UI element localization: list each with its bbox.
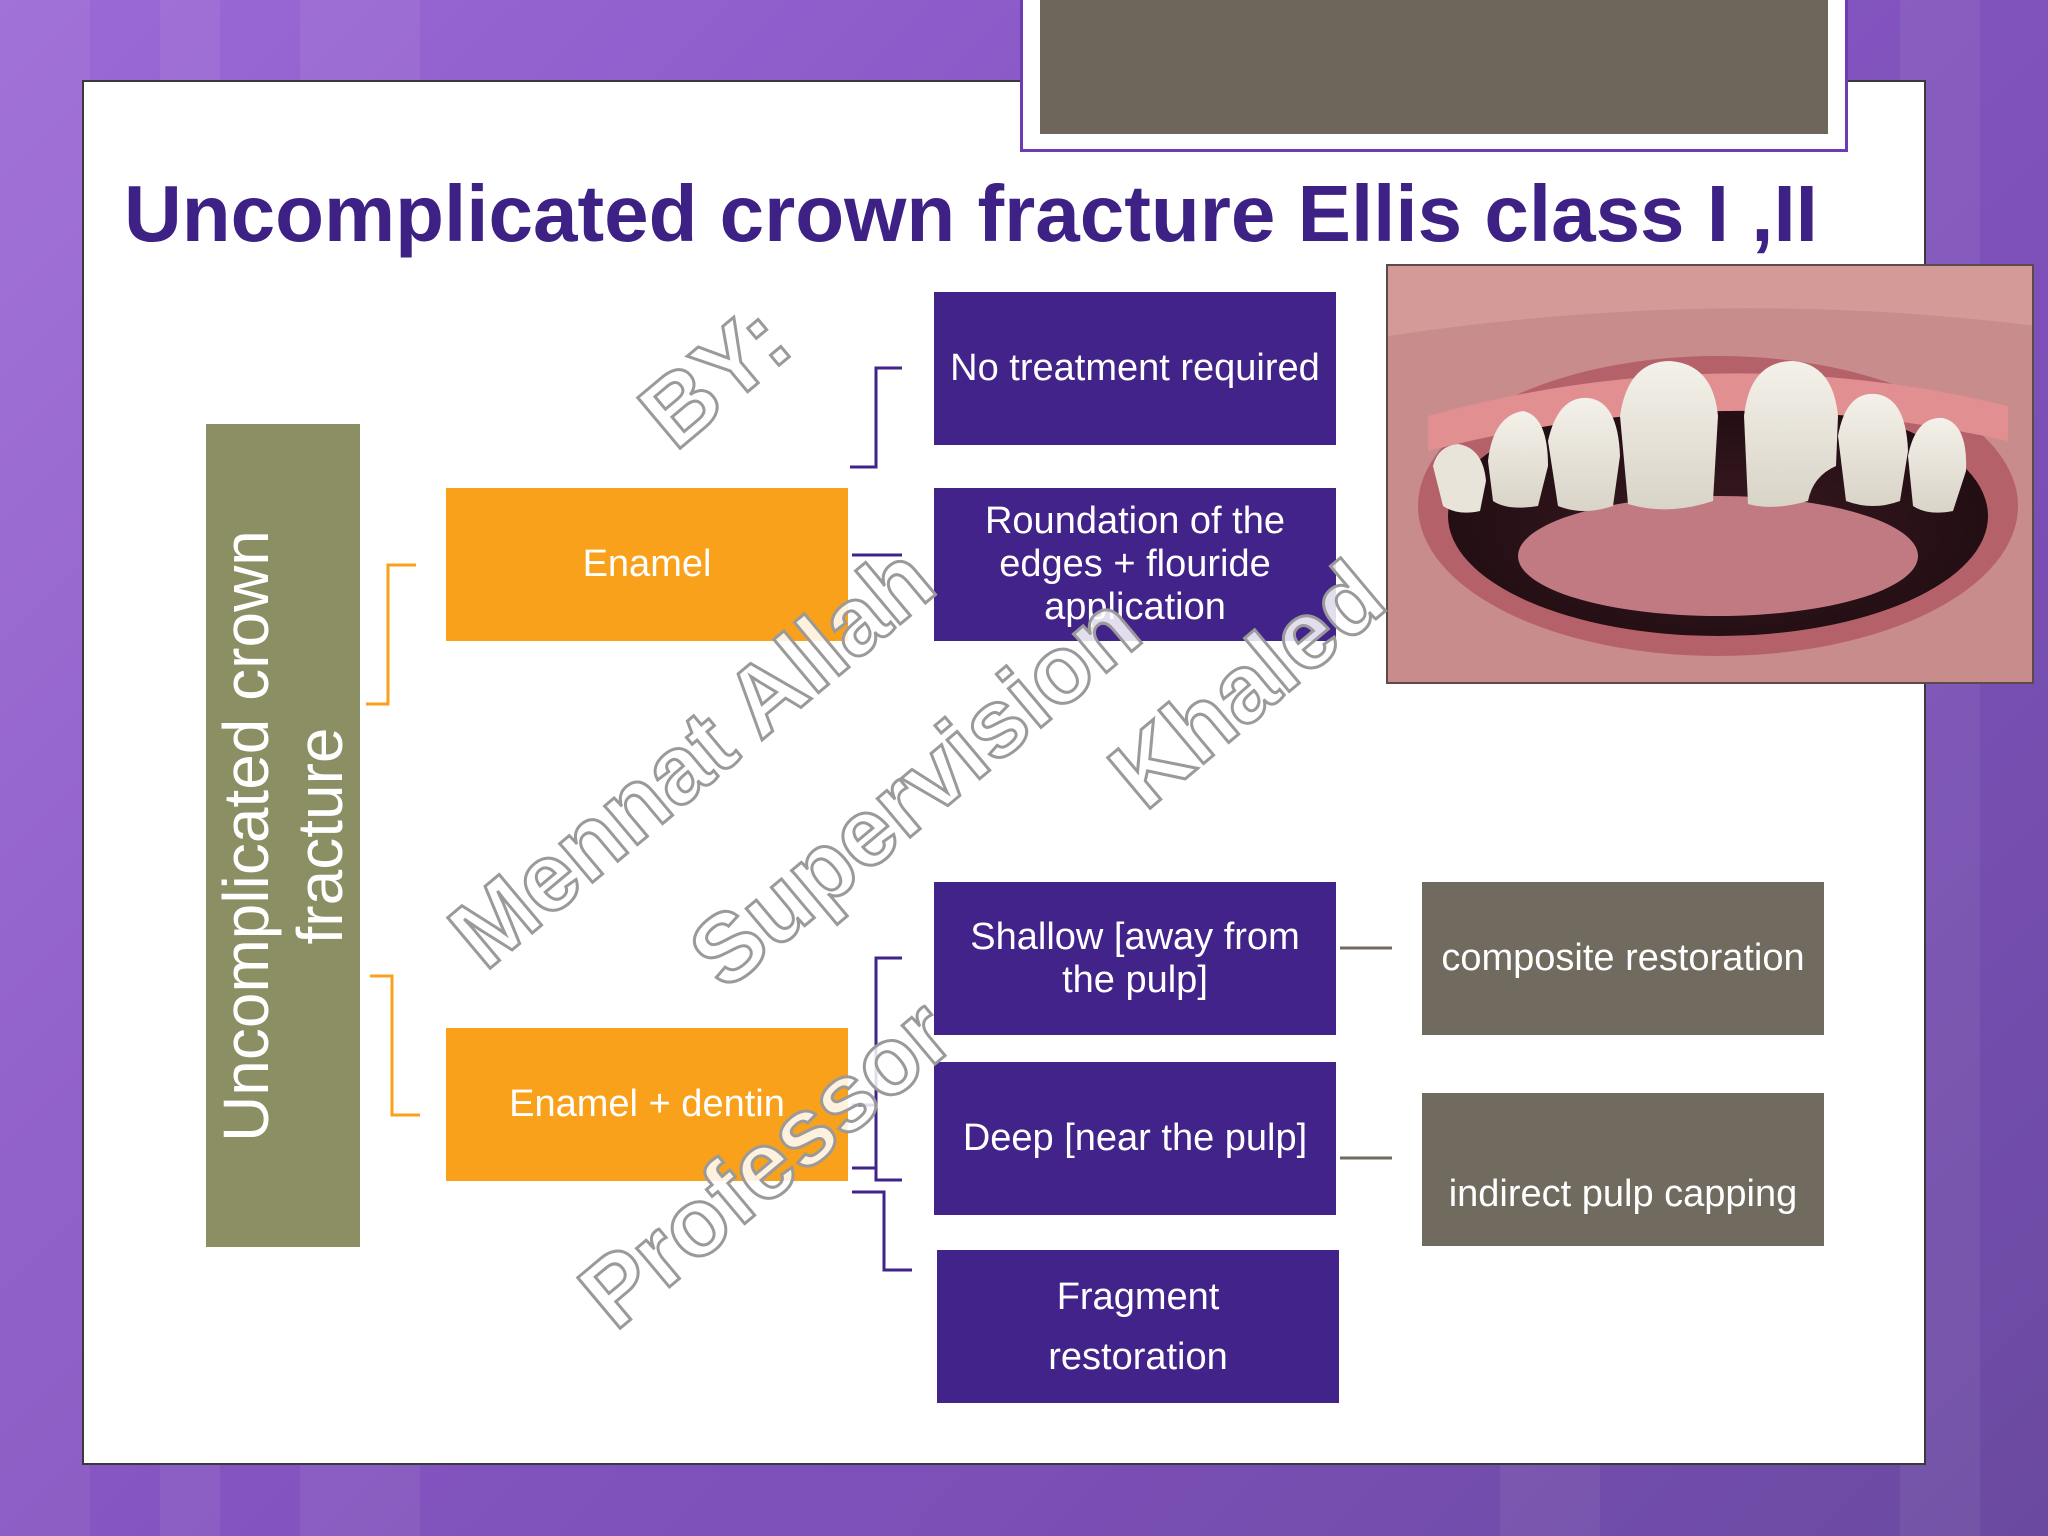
connector-enamel-notreatment bbox=[850, 366, 902, 469]
slide-title: Uncomplicated crown fracture Ellis class… bbox=[124, 169, 1818, 258]
node-fragment: Fragment restoration bbox=[937, 1250, 1339, 1403]
connector-root-dentin bbox=[370, 974, 420, 1117]
node-enamel: Enamel bbox=[446, 488, 848, 641]
background-stripe bbox=[0, 0, 90, 1536]
connector-dentin-shallow bbox=[852, 956, 902, 1170]
node-no-treatment: No treatment required bbox=[934, 292, 1336, 445]
node-roundation: Roundation of the edges + flouride appli… bbox=[934, 488, 1336, 641]
fractured-incisor-photo bbox=[1386, 264, 2034, 684]
connector-root-enamel bbox=[366, 563, 416, 706]
root-node-box: Uncomplicated crown fracture bbox=[206, 424, 360, 1247]
node-indirect-pulp: indirect pulp capping bbox=[1422, 1093, 1824, 1246]
node-shallow: Shallow [away from the pulp] bbox=[934, 882, 1336, 1035]
connector-dentin-deep bbox=[852, 1103, 902, 1182]
node-enamel-dentin: Enamel + dentin bbox=[446, 1028, 848, 1181]
header-band bbox=[1040, 0, 1828, 134]
root-node-label: Uncomplicated crown fracture bbox=[210, 529, 356, 1142]
node-composite: composite restoration bbox=[1422, 882, 1824, 1035]
node-deep: Deep [near the pulp] bbox=[934, 1062, 1336, 1215]
connector-dentin-fragment bbox=[852, 1190, 912, 1272]
